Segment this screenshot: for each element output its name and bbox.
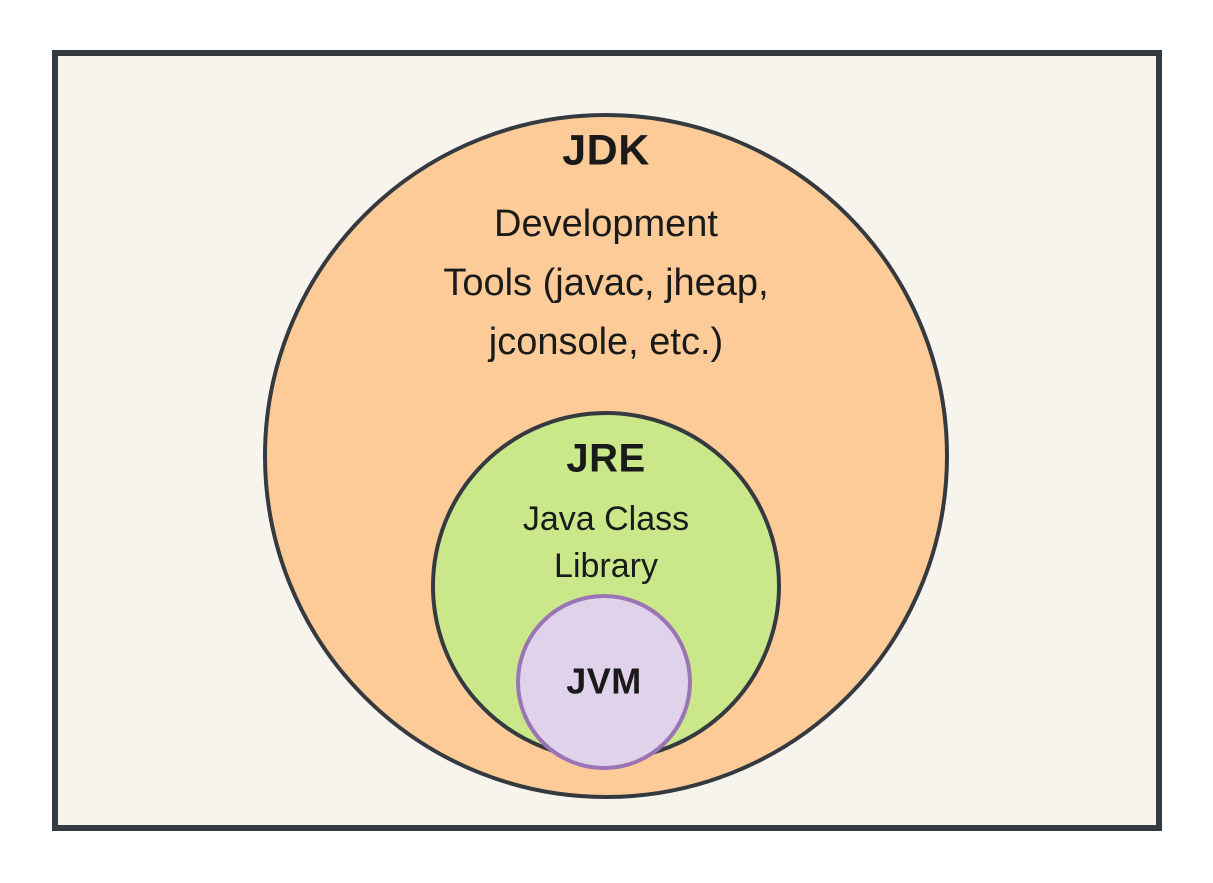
jre-line-2: Library — [554, 547, 658, 585]
jvm-heading: JVM — [566, 661, 642, 702]
jdk-heading: JDK — [562, 126, 650, 174]
jdk-line-2: Tools (javac, jheap, — [443, 262, 768, 304]
jdk-line-3: jconsole, etc.) — [488, 321, 723, 363]
jre-line-1: Java Class — [523, 500, 689, 538]
jvm-circle[interactable] — [516, 594, 692, 770]
jre-heading: JRE — [566, 437, 645, 481]
jdk-line-1: Development — [494, 203, 718, 245]
